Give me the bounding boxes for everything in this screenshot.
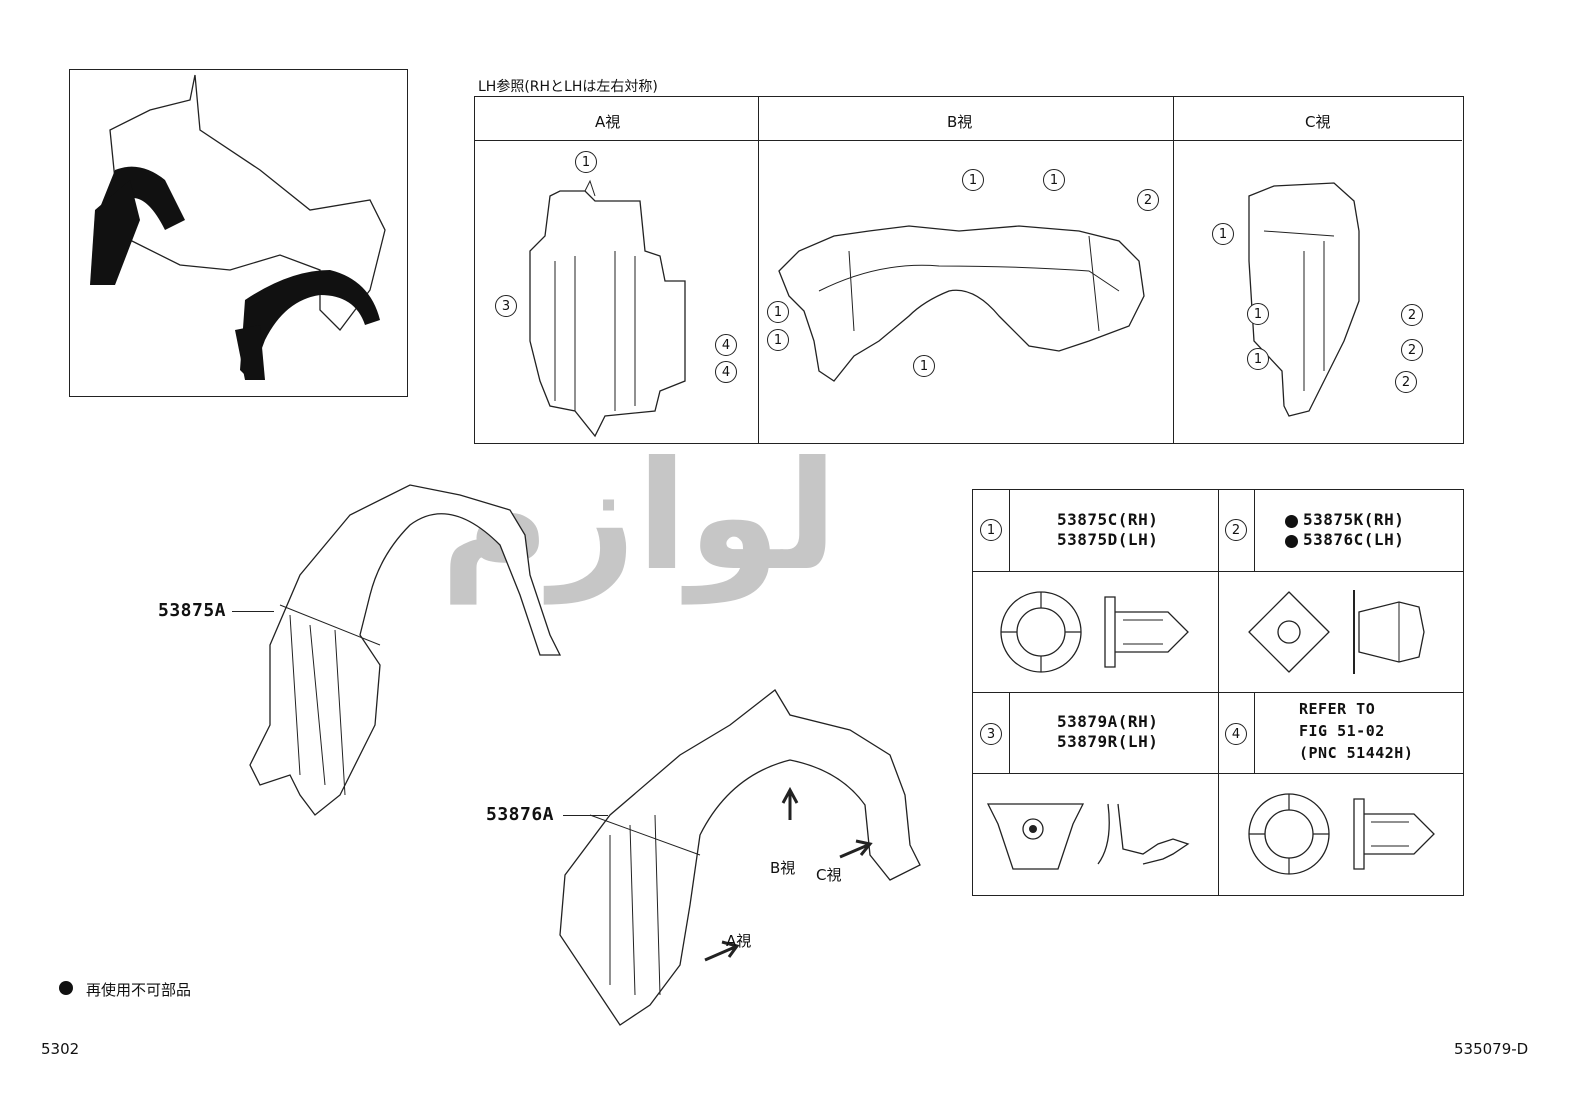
parts-num-divider-3 — [1009, 692, 1010, 773]
clip-1-drawing — [1000, 591, 1189, 673]
view-b-callout-1a: 1 — [962, 169, 984, 191]
part-4-line2: FIG 51-02 — [1299, 722, 1385, 740]
part-2-bullet-2 — [1285, 535, 1298, 548]
parts-row-divider-3 — [973, 773, 1463, 774]
views-table: A視 B視 C視 1 3 4 4 1 1 2 1 1 1 1 1 1 2 2 2 — [474, 96, 1464, 444]
part-label-53876a: 53876A — [486, 804, 555, 825]
legend-bullet — [59, 981, 73, 995]
parts-callout-3: 3 — [980, 723, 1002, 745]
view-arrow-c: C視 — [816, 866, 842, 884]
clip-3-drawing — [986, 803, 1190, 870]
view-a-callout-4b: 4 — [715, 361, 737, 383]
view-arrow-a: A視 — [726, 932, 752, 950]
liner-53875a-drawing — [249, 484, 562, 816]
view-b-callout-1d: 1 — [767, 329, 789, 351]
parts-row-divider-2 — [973, 692, 1463, 693]
liner-53876a-drawing — [559, 689, 921, 1026]
overview-drawing — [90, 74, 386, 380]
view-b-callout-2: 2 — [1137, 189, 1159, 211]
view-b-callout-1c: 1 — [767, 301, 789, 323]
view-col-divider-2 — [1173, 97, 1174, 443]
part-3-line1: 53879A(RH) — [1057, 712, 1159, 731]
view-b-callout-1b: 1 — [1043, 169, 1065, 191]
part-4-line3: (PNC 51442H) — [1299, 744, 1414, 762]
part-1-line2: 53875D(LH) — [1057, 530, 1159, 549]
part-2-line2: 53876C(LH) — [1303, 530, 1405, 549]
view-a-drawing — [529, 179, 686, 438]
view-c-callout-2a: 2 — [1401, 304, 1423, 326]
view-c-drawing — [1248, 182, 1360, 417]
view-c-callout-1b: 1 — [1247, 303, 1269, 325]
clip-2-drawing — [1248, 590, 1425, 674]
view-c-callout-2b: 2 — [1401, 339, 1423, 361]
view-a-callout-4a: 4 — [715, 334, 737, 356]
legend-text: 再使用不可部品 — [86, 981, 192, 999]
view-b-drawing — [778, 225, 1145, 382]
view-arrow-b: B視 — [770, 859, 796, 877]
parts-num-divider-4 — [1254, 692, 1255, 773]
view-c-callout-1a: 1 — [1212, 223, 1234, 245]
part-2-line1: 53875K(RH) — [1303, 510, 1405, 529]
parts-num-divider-1 — [1009, 490, 1010, 571]
part-4-line1: REFER TO — [1299, 700, 1376, 718]
view-b-title: B視 — [947, 113, 973, 131]
view-b-callout-1e: 1 — [913, 355, 935, 377]
header-note: LH参照(RHとLHは左右対称) — [478, 79, 658, 95]
clip-4-drawing — [1248, 793, 1435, 875]
parts-table: 1 53875C(RH) 53875D(LH) 2 53875K(RH) 538… — [972, 489, 1464, 896]
parts-callout-2: 2 — [1225, 519, 1247, 541]
view-header-divider — [475, 140, 1462, 141]
part-2-bullet-1 — [1285, 515, 1298, 528]
view-a-callout-3: 3 — [495, 295, 517, 317]
part-1-line1: 53875C(RH) — [1057, 510, 1159, 529]
part-leader-53876a — [563, 815, 608, 816]
view-col-divider-1 — [758, 97, 759, 443]
parts-row-divider-1 — [973, 571, 1463, 572]
parts-callout-4: 4 — [1225, 723, 1247, 745]
part-leader-53875a — [232, 611, 274, 612]
parts-callout-1: 1 — [980, 519, 1002, 541]
view-c-title: C視 — [1305, 113, 1331, 131]
view-a-callout-1: 1 — [575, 151, 597, 173]
overview-panel — [69, 69, 408, 397]
parts-num-divider-2 — [1254, 490, 1255, 571]
view-c-callout-2c: 2 — [1395, 371, 1417, 393]
footer-right-code: 535079-D — [1454, 1040, 1529, 1058]
footer-left-code: 5302 — [41, 1040, 80, 1058]
part-3-line2: 53879R(LH) — [1057, 732, 1159, 751]
view-a-title: A視 — [595, 113, 621, 131]
part-label-53875a: 53875A — [158, 600, 227, 621]
view-c-callout-1c: 1 — [1247, 348, 1269, 370]
